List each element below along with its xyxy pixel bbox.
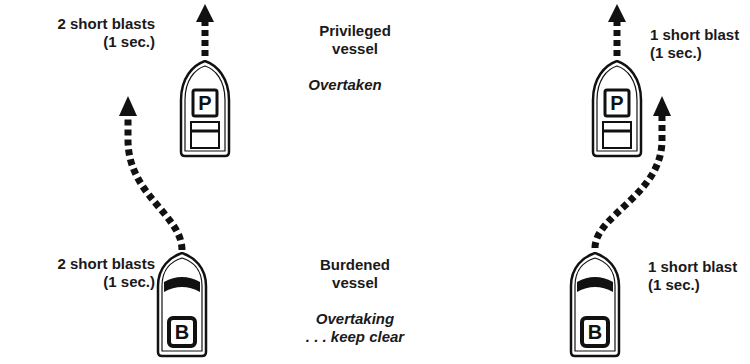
vessel-letter: B — [156, 318, 208, 346]
sound-signal: 2 short blasts (1 sec.) — [40, 15, 155, 51]
burdened-boat: B — [156, 252, 208, 358]
vessel-letter: P — [591, 90, 643, 116]
text-line: 2 short blasts — [40, 255, 155, 273]
text-line: Overtaking — [285, 310, 425, 328]
text-line: Privileged — [300, 22, 410, 40]
sound-signal: 2 short blasts (1 sec.) — [40, 255, 155, 291]
cabin — [191, 122, 219, 148]
privileged-boat: P — [179, 60, 231, 158]
heading-arrow-shaft — [202, 20, 209, 56]
overtaking-course — [128, 114, 182, 250]
vessel-letter: B — [569, 318, 621, 346]
overtaking-course — [595, 114, 662, 248]
vessel-role: Privileged vessel — [300, 22, 410, 58]
burdened-boat: B — [569, 252, 621, 358]
course-arrow-head — [119, 96, 137, 116]
situation-note: Overtaken — [290, 76, 400, 94]
text-line: (1 sec.) — [648, 276, 745, 294]
text-line: vessel — [300, 274, 410, 292]
heading-arrow-head — [608, 4, 626, 22]
course-arrow-head — [653, 96, 671, 116]
text-line: . . . keep clear — [285, 328, 425, 346]
sound-signal: 1 short blast (1 sec.) — [648, 258, 745, 294]
text-line: 1 short blast — [648, 258, 745, 276]
text-line: vessel — [300, 40, 410, 58]
heading-arrow-head — [196, 4, 214, 22]
text-line: (1 sec.) — [40, 33, 155, 51]
sound-signal: 1 short blast (1 sec.) — [650, 26, 745, 62]
text-line: Burdened — [300, 256, 410, 274]
text-line: 1 short blast — [650, 26, 745, 44]
vessel-letter: P — [179, 90, 231, 116]
text-line: 2 short blasts — [40, 15, 155, 33]
heading-arrow-shaft — [614, 20, 621, 56]
privileged-boat: P — [591, 60, 643, 158]
windshield — [577, 277, 613, 292]
vessel-role: Burdened vessel — [300, 256, 410, 292]
text-line: (1 sec.) — [650, 44, 745, 62]
windshield — [164, 277, 200, 292]
cabin-line — [191, 130, 219, 133]
cabin-line — [603, 130, 631, 133]
situation-note: Overtaking . . . keep clear — [285, 310, 425, 346]
text-line: (1 sec.) — [40, 273, 155, 291]
cabin — [603, 122, 631, 148]
